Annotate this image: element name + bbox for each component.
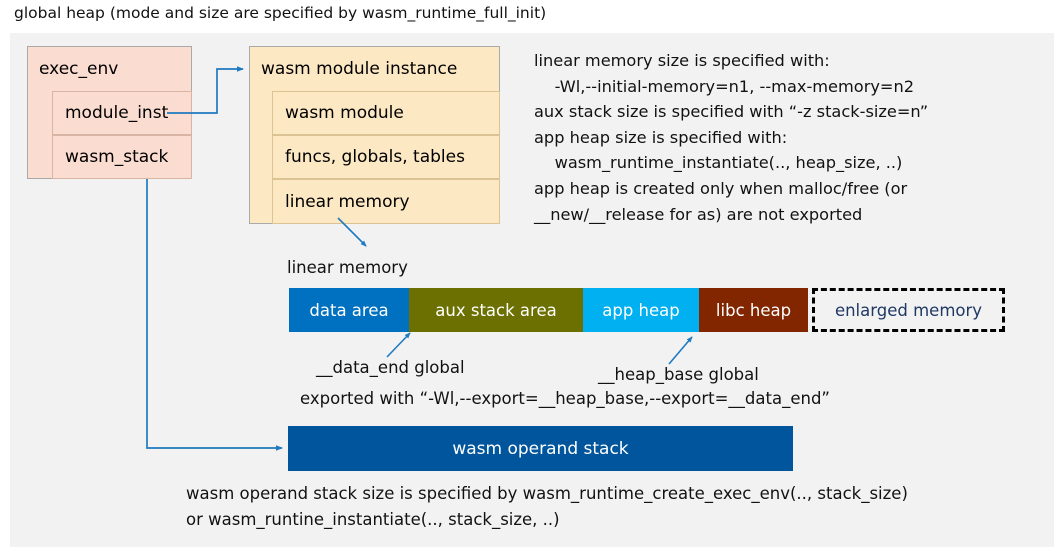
annotation-heap-base: __heap_base global <box>598 365 759 384</box>
info-line-5: app heap is created only when malloc/fre… <box>534 178 908 198</box>
module-row-wasm-module: wasm module <box>272 91 500 135</box>
module-row-linear-memory: linear memory <box>272 179 500 224</box>
page-title: global heap (mode and size are specified… <box>14 4 547 22</box>
annotation-data-end: __data_end global <box>316 358 465 377</box>
memory-segment-data-area: data area <box>289 288 409 332</box>
linear-memory-caption: linear memory <box>287 258 408 277</box>
info-line-6: __new/__release for as) are not exported <box>534 204 863 224</box>
info-line-0: linear memory size is specified with: <box>534 51 830 70</box>
exec-env-row-module-inst: module_inst <box>52 91 192 135</box>
wasm-module-instance-header: wasm module instance <box>249 46 500 91</box>
memory-segment-label: app heap <box>602 300 680 320</box>
memory-segment-label: enlarged memory <box>834 300 983 320</box>
bottom-line-0: wasm operand stack size is specified by … <box>186 484 908 503</box>
annotation-exported-with: exported with “-Wl,--export=__heap_base,… <box>300 389 830 408</box>
linear-memory-info-text: linear memory size is specified with: -W… <box>534 48 928 227</box>
info-line-3: app heap size is specified with: <box>534 127 788 147</box>
memory-segment-aux-stack-area: aux stack area <box>409 288 583 332</box>
bottom-line-1: or wasm_runtine_instantiate(.., stack_si… <box>186 510 560 529</box>
memory-segment-app-heap: app heap <box>583 288 699 332</box>
exec-env-row-wasm-stack: wasm_stack <box>52 135 192 179</box>
linear-memory-bar: data area aux stack area app heap libc h… <box>289 288 1005 332</box>
memory-segment-label: aux stack area <box>435 300 557 320</box>
info-line-1: -Wl,--initial-memory=n1, --max-memory=n2 <box>534 76 915 96</box>
wasm-stack-label: wasm_stack <box>65 147 169 167</box>
memory-segment-label: data area <box>309 300 389 320</box>
info-line-2: aux stack size is specified with “-z sta… <box>534 102 929 122</box>
memory-segment-libc-heap: libc heap <box>699 288 808 332</box>
wasm-module-label: wasm module <box>285 103 404 123</box>
memory-segment-enlarged-memory: enlarged memory <box>812 288 1005 332</box>
linear-memory-row-label: linear memory <box>285 191 410 212</box>
funcs-globals-tables-label: funcs, globals, tables <box>285 147 465 167</box>
info-line-4: wasm_runtime_instantiate(.., heap_size, … <box>534 153 903 173</box>
module-inst-label: module_inst <box>65 103 169 123</box>
exec-env-label: exec_env <box>39 58 119 79</box>
wasm-operand-stack-bar: wasm operand stack <box>288 426 793 471</box>
memory-segment-label: libc heap <box>715 300 792 320</box>
wasm-operand-stack-label: wasm operand stack <box>452 438 629 459</box>
exec-env-header: exec_env <box>27 46 192 91</box>
wasm-module-instance-label: wasm module instance <box>261 58 458 79</box>
module-row-funcs-globals-tables: funcs, globals, tables <box>272 135 500 179</box>
operand-stack-info-text: wasm operand stack size is specified by … <box>186 481 908 533</box>
